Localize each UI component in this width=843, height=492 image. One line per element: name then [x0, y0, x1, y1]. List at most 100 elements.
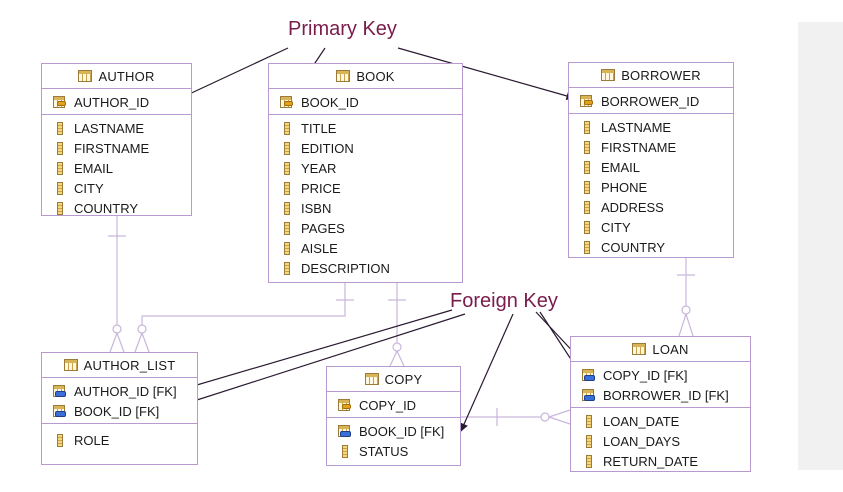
entity-book[interactable]: BOOK BOOK_ID TITLE EDITION YEAR PRICE IS… [268, 63, 463, 283]
entity-author[interactable]: AUTHOR AUTHOR_ID LASTNAME FIRSTNAME EMAI… [41, 63, 192, 216]
column-icon [584, 220, 590, 234]
column-row[interactable]: EMAIL [569, 157, 733, 177]
fk-arrow-author-id [189, 309, 453, 389]
column-name: TITLE [301, 120, 337, 136]
entity-title: COPY [384, 371, 423, 387]
pk-row[interactable]: BOOK_ID [269, 92, 462, 112]
column-row[interactable]: ADDRESS [569, 197, 733, 217]
column-name: BORROWER_ID [601, 93, 700, 109]
entity-title: BORROWER [621, 67, 701, 83]
column-name: LOAN_DAYS [603, 433, 681, 449]
table-icon [63, 359, 78, 371]
column-name: DESCRIPTION [301, 260, 390, 276]
column-name: FIRSTNAME [74, 140, 150, 156]
column-name: LASTNAME [74, 120, 145, 136]
entity-title: BOOK [356, 68, 395, 84]
column-row[interactable]: LASTNAME [42, 118, 191, 138]
entity-copy[interactable]: COPY COPY_ID BOOK_ID [FK] STATUS [326, 366, 461, 466]
column-icon [284, 201, 290, 215]
column-icon [57, 433, 63, 447]
column-name: PAGES [301, 220, 345, 236]
pk-row[interactable]: COPY_ID [327, 395, 460, 415]
column-icon [586, 454, 592, 468]
column-row[interactable]: FIRSTNAME [42, 138, 191, 158]
column-row[interactable]: ISBN [269, 198, 462, 218]
column-icon [342, 444, 348, 458]
column-row[interactable]: DESCRIPTION [269, 258, 462, 278]
column-name: ADDRESS [601, 199, 664, 215]
fk-arrow-book-id [171, 313, 466, 410]
column-icon [586, 414, 592, 428]
column-row[interactable]: TITLE [269, 118, 462, 138]
column-icon [284, 161, 290, 175]
column-row[interactable]: FIRSTNAME [569, 137, 733, 157]
column-name: AUTHOR_ID [FK] [74, 383, 177, 399]
column-row[interactable]: EDITION [269, 138, 462, 158]
column-row[interactable]: YEAR [269, 158, 462, 178]
column-icon [57, 121, 63, 135]
column-name: RETURN_DATE [603, 453, 699, 469]
fk-row[interactable]: COPY_ID [FK] [571, 365, 750, 385]
pk-row[interactable]: BORROWER_ID [569, 91, 733, 111]
column-row[interactable]: EMAIL [42, 158, 191, 178]
foreign-key-icon [582, 368, 596, 382]
entity-header: AUTHOR [42, 64, 191, 88]
column-name: AUTHOR_ID [74, 94, 150, 110]
column-icon [584, 240, 590, 254]
column-icon [57, 181, 63, 195]
key-section: COPY_ID [FK] BORROWER_ID [FK] [571, 361, 750, 407]
column-icon [284, 241, 290, 255]
column-name: LASTNAME [601, 119, 672, 135]
column-name: BORROWER_ID [FK] [603, 387, 729, 403]
column-icon [584, 140, 590, 154]
column-section: LASTNAME FIRSTNAME EMAIL PHONE ADDRESS C… [569, 113, 733, 259]
column-row[interactable]: LOAN_DATE [571, 411, 750, 431]
column-name: PHONE [601, 179, 648, 195]
pk-section: BOOK_ID [269, 88, 462, 114]
foreign-key-label: Foreign Key [450, 290, 558, 312]
entity-header: AUTHOR_LIST [42, 353, 197, 377]
column-row[interactable]: COUNTRY [42, 198, 191, 218]
entity-author-list[interactable]: AUTHOR_LIST AUTHOR_ID [FK] BOOK_ID [FK] … [41, 352, 198, 465]
column-row[interactable]: STATUS [327, 441, 460, 461]
column-name: ISBN [301, 200, 332, 216]
column-row[interactable]: LASTNAME [569, 117, 733, 137]
column-icon [57, 161, 63, 175]
pk-row[interactable]: AUTHOR_ID [42, 92, 191, 112]
column-row[interactable]: CITY [42, 178, 191, 198]
column-row[interactable]: AISLE [269, 238, 462, 258]
column-name: LOAN_DATE [603, 413, 680, 429]
column-row[interactable]: LOAN_DAYS [571, 431, 750, 451]
column-row[interactable]: CITY [569, 217, 733, 237]
column-name: STATUS [359, 443, 409, 459]
table-icon [78, 70, 93, 82]
entity-loan[interactable]: LOAN COPY_ID [FK] BORROWER_ID [FK] LOAN_… [570, 336, 751, 472]
column-name: PRICE [301, 180, 341, 196]
column-section: TITLE EDITION YEAR PRICE ISBN PAGES AISL… [269, 114, 462, 280]
column-row[interactable]: ROLE [42, 430, 197, 450]
fk-row[interactable]: AUTHOR_ID [FK] [42, 381, 197, 401]
column-icon [57, 201, 63, 215]
table-icon [601, 69, 616, 81]
column-icon [284, 221, 290, 235]
key-section: AUTHOR_ID [FK] BOOK_ID [FK] [42, 377, 197, 423]
entity-header: BORROWER [569, 63, 733, 87]
foreign-key-icon [53, 404, 67, 418]
fk-row[interactable]: BORROWER_ID [FK] [571, 385, 750, 405]
column-row[interactable]: PAGES [269, 218, 462, 238]
column-row[interactable]: RETURN_DATE [571, 451, 750, 471]
fk-row[interactable]: BOOK_ID [FK] [327, 421, 460, 441]
column-section: BOOK_ID [FK] STATUS [327, 417, 460, 463]
column-row[interactable]: PHONE [569, 177, 733, 197]
column-icon [57, 141, 63, 155]
column-name: ROLE [74, 432, 110, 448]
entity-header: LOAN [571, 337, 750, 361]
column-row[interactable]: COUNTRY [569, 237, 733, 257]
entity-borrower[interactable]: BORROWER BORROWER_ID LASTNAME FIRSTNAME … [568, 62, 734, 258]
column-name: CITY [74, 180, 104, 196]
foreign-key-icon [53, 384, 67, 398]
rel-line-book-authorlist [141, 283, 346, 325]
column-row[interactable]: PRICE [269, 178, 462, 198]
entity-title: LOAN [652, 341, 689, 357]
fk-row[interactable]: BOOK_ID [FK] [42, 401, 197, 421]
